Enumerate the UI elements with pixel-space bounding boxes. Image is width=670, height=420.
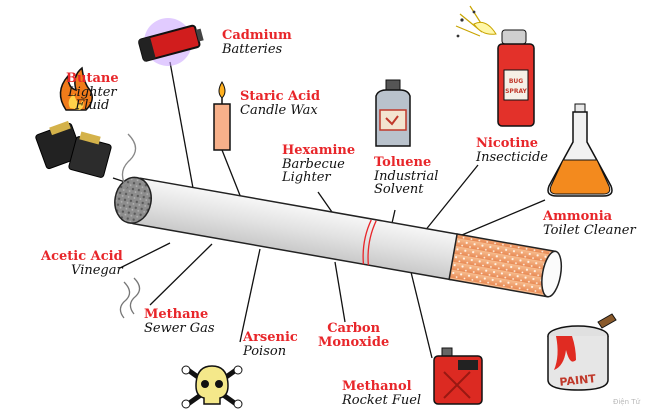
label-arsenic: Arsenic Poison [243,331,298,358]
watermark: Điện Tử [612,398,640,406]
chemical-use: Sewer Gas [144,320,215,336]
chemical-use: Poison [243,343,287,359]
label-butane: Butane Lighter Fluid [66,72,119,113]
chemical-name: Carbon [327,321,381,336]
chemical-use: Barbecue [282,156,345,172]
chemical-name: Acetic Acid [41,249,123,264]
battery-icon [138,18,204,66]
label-methane: Methane Sewer Gas [144,308,215,335]
label-nicotine: Nicotine Insecticide [476,137,548,164]
chemical-use: Fluid [75,98,110,114]
burning-ash [114,176,152,224]
lighter-flame-icon [35,66,112,178]
svg-text:BUG: BUG [509,78,523,85]
chemical-name: Monoxide [318,334,390,350]
chemical-name: Toluene [374,155,432,170]
label-hexamine: Hexamine Barbecue Lighter [282,144,355,185]
fuel-can-icon [433,347,483,405]
chemical-use: Candle Wax [240,102,318,118]
cigarette-filter [448,233,557,298]
label-stearic-acid: Staric Acid Candle Wax [240,90,320,117]
chemical-use: Toilet Cleaner [543,222,636,238]
chemical-use: Industrial [374,168,439,184]
label-ammonia: Ammonia Toilet Cleaner [543,210,636,237]
paint-can-icon: PAINT [547,313,617,391]
chemical-use: Insecticide [476,149,548,165]
chemical-name: Arsenic [243,330,298,345]
flask-icon [547,103,613,197]
label-acetic-acid: Acetic Acid Vinegar [41,250,123,277]
chemical-name: Cadmium [222,28,292,43]
svg-text:PAINT: PAINT [559,372,597,389]
chemical-use: Batteries [222,41,283,57]
chemical-name: Nicotine [476,136,539,151]
label-methanol: Methanol Rocket Fuel [342,380,421,407]
chemical-name: Ammonia [543,209,613,224]
candle-icon [213,81,231,151]
smoke-icon [121,133,137,191]
chemical-name: Hexamine [282,143,356,158]
skull-crossbones-icon [181,365,243,409]
spray-can-icon: BUG SPRAY [455,5,535,127]
filter-end [541,250,563,298]
svg-text:SPRAY: SPRAY [505,88,527,95]
chemical-name: Staric Acid [240,89,321,104]
chemical-use: Solvent [374,182,424,198]
solvent-can-icon [375,79,411,147]
chemical-use: Vinegar [71,262,123,278]
band-mark [362,219,377,266]
label-toluene: Toluene Industrial Solvent [374,156,438,197]
chemical-name: Methane [144,307,209,322]
label-cadmium: Cadmium Batteries [222,29,292,56]
label-carbon-monoxide: Carbon Monoxide [318,322,389,349]
chemical-use: Rocket Fuel [342,392,422,408]
leader-lines [112,61,546,359]
stink-fumes-icon [119,277,141,319]
chemical-name: Methanol [342,379,412,394]
chemical-use: Lighter [67,84,117,100]
chemical-name: Butane [66,71,119,86]
cigarette [114,176,563,298]
chemical-use: Lighter [282,170,331,186]
